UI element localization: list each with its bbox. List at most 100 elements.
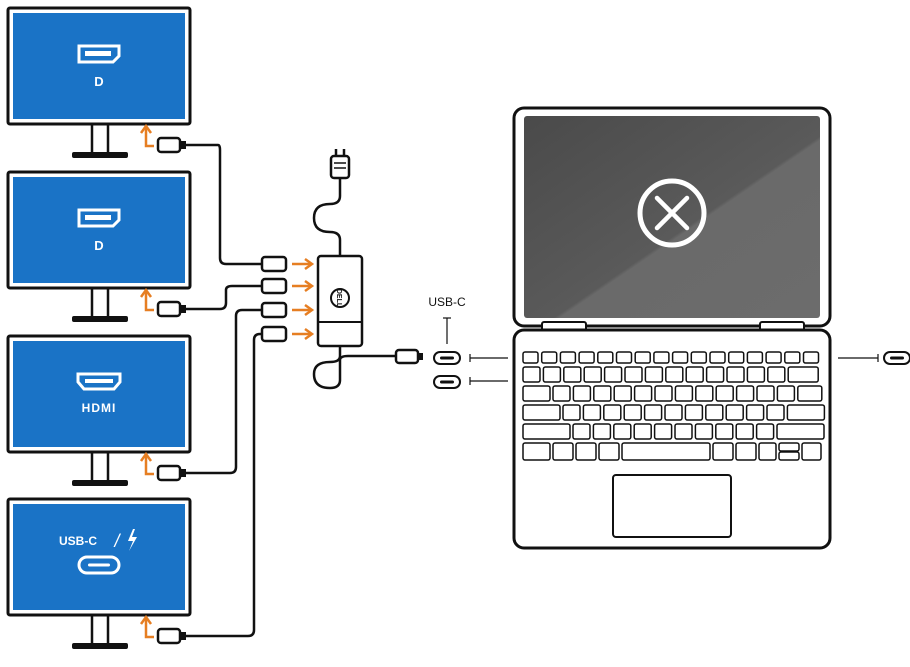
key	[615, 351, 633, 364]
key	[621, 442, 711, 461]
monitor-1: D	[6, 6, 192, 158]
key	[578, 351, 595, 364]
usb-c-port-icon	[433, 351, 461, 365]
key	[684, 404, 704, 421]
key	[786, 404, 826, 421]
cable-monitor-3	[186, 308, 262, 475]
key	[598, 442, 620, 461]
displayport-icon	[77, 208, 121, 228]
monitor-screen	[13, 177, 185, 283]
key	[712, 442, 734, 461]
adapter-arrows	[292, 257, 315, 341]
key	[597, 351, 614, 364]
plug-monitor-4	[156, 627, 186, 645]
cable-monitor-1	[186, 143, 262, 266]
monitor-arrows	[139, 123, 154, 639]
key	[735, 385, 755, 402]
keyboard	[522, 351, 826, 461]
arrow-monitor-4	[139, 614, 154, 639]
monitor-foot	[72, 643, 128, 649]
key	[624, 366, 643, 383]
key	[746, 366, 766, 383]
monitor-stand	[90, 286, 110, 320]
key	[562, 404, 581, 421]
key	[542, 366, 562, 383]
usb-c-plug	[394, 348, 423, 365]
key	[685, 366, 704, 383]
usb-c-port-icon	[433, 375, 461, 389]
adapter-arrow-4	[292, 327, 315, 341]
port-label: HDMI	[82, 401, 117, 415]
key	[674, 423, 693, 440]
separator: /	[112, 531, 121, 551]
adapter-plug-4	[260, 325, 288, 343]
key	[776, 385, 796, 402]
key	[802, 351, 820, 364]
dell-logo: DELL	[330, 288, 350, 308]
key	[613, 423, 632, 440]
monitor-stand	[90, 450, 110, 484]
key	[644, 366, 664, 383]
laptop-base	[512, 328, 832, 550]
key	[756, 385, 775, 402]
monitor-screen	[13, 13, 185, 119]
monitor-2: D	[6, 170, 192, 322]
key	[540, 351, 558, 364]
adapter-plug-2	[260, 277, 288, 295]
adapter-arrow-1	[292, 257, 315, 271]
key	[745, 404, 765, 421]
key	[694, 423, 714, 440]
key	[735, 423, 754, 440]
port-label: D	[94, 238, 103, 253]
plug-monitor-2	[156, 300, 186, 318]
key	[623, 404, 642, 421]
key	[522, 385, 551, 402]
monitor-3: HDMI	[6, 334, 192, 486]
monitors: D D HDMI USB-C/	[6, 6, 192, 649]
key	[522, 366, 541, 383]
key	[522, 404, 561, 421]
usb-c-label: USB-C	[428, 295, 466, 309]
port-label: D	[94, 74, 103, 89]
monitor-4: USB-C/	[6, 497, 192, 649]
key	[592, 423, 612, 440]
key	[709, 351, 726, 364]
cable-monitor-2	[186, 284, 262, 311]
key	[727, 351, 745, 364]
dock-adapter: DELL	[312, 149, 423, 390]
key	[643, 404, 663, 421]
key	[776, 423, 825, 440]
key	[633, 385, 653, 402]
adapter-arrow-2	[292, 279, 315, 293]
displayport-icon	[77, 44, 121, 64]
key	[787, 366, 819, 383]
key	[695, 385, 714, 402]
key	[715, 385, 734, 402]
key	[765, 351, 782, 364]
laptop	[512, 106, 832, 550]
key	[653, 423, 673, 440]
key	[552, 385, 571, 402]
usb-c-cable	[312, 346, 396, 390]
adapter-arrow-3	[292, 303, 315, 317]
monitor-screen	[13, 341, 185, 447]
usb-c-port-icon	[77, 555, 121, 575]
monitor-foot	[72, 480, 128, 486]
no-signal-x-icon	[637, 178, 707, 248]
adapter-input-plugs	[260, 255, 288, 343]
key	[735, 442, 757, 461]
key	[563, 366, 582, 383]
arrow-monitor-2	[139, 287, 154, 312]
key	[755, 423, 775, 440]
plug-monitor-3	[156, 464, 186, 482]
key	[784, 351, 801, 364]
power-plug-icon	[329, 149, 351, 180]
key	[801, 442, 822, 461]
key	[778, 451, 800, 461]
key	[664, 404, 683, 421]
key	[705, 366, 725, 383]
key	[572, 385, 592, 402]
touchpad	[612, 474, 732, 538]
power-cable	[312, 178, 342, 256]
monitor-foot	[72, 152, 128, 158]
